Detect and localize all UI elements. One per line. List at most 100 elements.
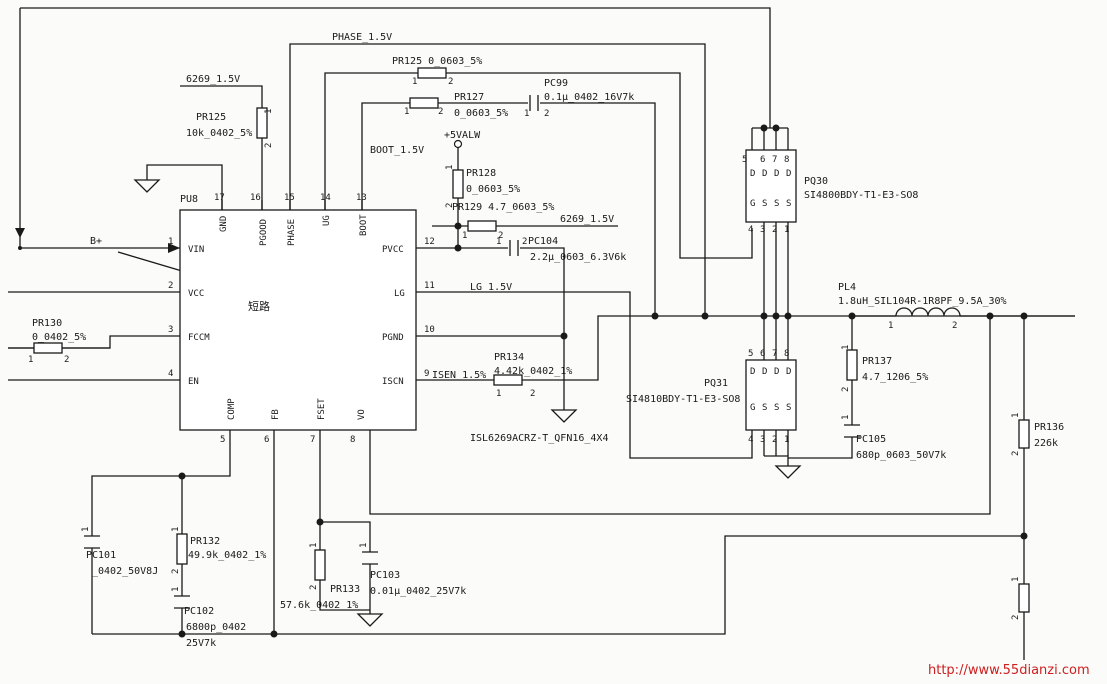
resistor-pr133 [314, 549, 326, 581]
svg-text:2: 2 [309, 585, 319, 590]
pin-num-13: 13 [356, 193, 367, 203]
svg-text:2: 2 [64, 355, 69, 365]
svg-text:1: 1 [524, 109, 529, 119]
pr137-value: 4.7_1206_5% [862, 372, 928, 383]
svg-text:2: 2 [772, 435, 777, 445]
capacitor-pc102 [174, 595, 190, 609]
pin-num-2: 2 [168, 281, 173, 291]
svg-text:D: D [786, 169, 791, 179]
net-lg-label: LG_1.5V [470, 282, 512, 293]
svg-text:1: 1 [841, 345, 851, 350]
svg-text:1: 1 [171, 527, 181, 532]
pin-boot: BOOT [359, 214, 369, 236]
pr136-ref: PR136 [1034, 422, 1064, 433]
inductor-pl4 [852, 307, 966, 317]
pin-iscn: ISCN [382, 377, 404, 387]
pr125a-label: PR125 0_0603_5% [392, 56, 482, 67]
svg-text:2: 2 [171, 569, 181, 574]
pr129-label: PR129 4.7_0603_5% [452, 202, 554, 213]
svg-text:2: 2 [952, 321, 957, 331]
mosfet-pq30 [745, 149, 797, 223]
pr136-value: 226k [1034, 438, 1058, 449]
pc102-value: 6800p_0402 [186, 622, 246, 633]
ground-icon [133, 179, 161, 193]
svg-text:1: 1 [412, 77, 417, 87]
svg-text:6: 6 [760, 155, 765, 165]
pin-num-11: 11 [424, 281, 435, 291]
pr132-value: 49.9k_0402_1% [188, 550, 266, 561]
resistor-pr130 [33, 342, 63, 354]
svg-text:1: 1 [1011, 577, 1021, 582]
svg-text:2: 2 [841, 387, 851, 392]
svg-text:1: 1 [171, 587, 181, 592]
svg-text:G: G [750, 199, 755, 209]
pin-fb: FB [271, 409, 281, 420]
net-pvcc-label: 6269_1.5V [560, 214, 614, 225]
svg-text:1: 1 [359, 543, 369, 548]
svg-text:D: D [750, 367, 755, 377]
ground-icon [356, 613, 384, 627]
capacitor-pc101 [84, 535, 100, 549]
vin-arrow-icon [168, 243, 180, 253]
pin-fccm: FCCM [188, 333, 210, 343]
pin-gnd: GND [219, 216, 229, 232]
svg-text:G: G [750, 403, 755, 413]
pr128-ref: PR128 [466, 168, 496, 179]
pin-num-15: 15 [284, 193, 295, 203]
pr133-value: 57.6k_0402_1% [280, 600, 358, 611]
pq30-part: SI4800BDY-T1-E3-SO8 [804, 190, 918, 201]
ic-ref: PU8 [180, 194, 198, 205]
resistor-pr125a [417, 67, 447, 79]
svg-text:2: 2 [1011, 451, 1021, 456]
svg-text:S: S [786, 199, 791, 209]
pr132-ref: PR132 [190, 536, 220, 547]
svg-text:1: 1 [404, 107, 409, 117]
svg-text:1: 1 [264, 109, 274, 114]
pin-num-7: 7 [310, 435, 315, 445]
pq30-ref: PQ30 [804, 176, 828, 187]
pc104-ref: PC104 [528, 236, 558, 247]
ic-body [179, 209, 417, 431]
svg-text:D: D [750, 169, 755, 179]
svg-text:2: 2 [544, 109, 549, 119]
pr133-ref: PR133 [330, 584, 360, 595]
net-boot-label: BOOT_1.5V [370, 145, 424, 156]
junctions [18, 124, 1028, 638]
svg-text:1: 1 [28, 355, 33, 365]
svg-text:2: 2 [264, 143, 274, 148]
svg-text:5: 5 [742, 155, 747, 165]
svg-text:2: 2 [445, 203, 455, 208]
pl4-ref: PL4 [838, 282, 856, 293]
svg-text:1: 1 [1011, 413, 1021, 418]
net-phase-label: PHASE_1.5V [332, 32, 392, 43]
svg-text:D: D [774, 169, 779, 179]
pc105-value: 680p_0603_50V7k [856, 450, 946, 461]
pin-num-6: 6 [264, 435, 269, 445]
net-isen-label: ISEN_1.5% [432, 370, 486, 381]
svg-text:S: S [774, 403, 779, 413]
ground-icon [550, 409, 578, 423]
pr125b-value: 10k_0402_5% [186, 128, 252, 139]
pin-pgood: PGOOD [259, 219, 269, 246]
pq31-ref: PQ31 [704, 378, 728, 389]
pin-fset: FSET [317, 398, 327, 420]
pc105-ref: PC105 [856, 434, 886, 445]
svg-text:3: 3 [760, 435, 765, 445]
capacitor-pc105 [844, 424, 860, 438]
pin-num-5: 5 [220, 435, 225, 445]
pr130-ref: PR130 [32, 318, 62, 329]
svg-text:1: 1 [784, 435, 789, 445]
svg-text:7: 7 [772, 155, 777, 165]
net-pgood-label: 6269_1.5V [186, 74, 240, 85]
pin-ug: UG [322, 215, 332, 226]
capacitor-pc103 [362, 551, 378, 565]
svg-text:4: 4 [748, 435, 753, 445]
resistor-pr125b [256, 107, 268, 139]
resistor-pr129 [467, 220, 497, 232]
pr137-ref: PR137 [862, 356, 892, 367]
pc103-value: 0.01μ_0402_25V7k [370, 586, 466, 597]
resistor-pr137 [846, 349, 858, 381]
svg-text:S: S [762, 199, 767, 209]
svg-text:8: 8 [784, 155, 789, 165]
